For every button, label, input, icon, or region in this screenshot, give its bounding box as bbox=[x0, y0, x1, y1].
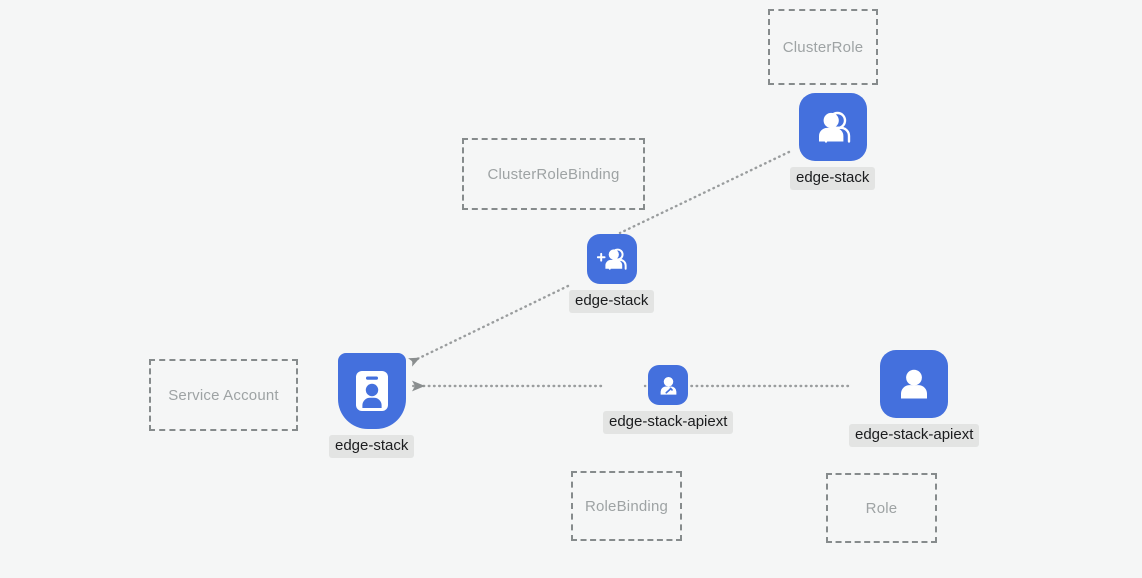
node-label-rolebinding: edge-stack-apiext bbox=[603, 411, 734, 434]
service-account-icon[interactable] bbox=[337, 353, 406, 429]
kind-box-clusterrole: ClusterRole bbox=[768, 9, 878, 85]
node-role[interactable]: edge-stack-apiext bbox=[849, 350, 980, 447]
node-label-serviceaccount: edge-stack bbox=[329, 435, 415, 458]
kind-box-clusterrolebinding: ClusterRoleBinding bbox=[462, 138, 645, 210]
kind-label-rolebinding: RoleBinding bbox=[584, 497, 669, 515]
role-icon[interactable] bbox=[880, 350, 949, 418]
role-binding-icon[interactable] bbox=[648, 365, 689, 405]
node-clusterrolebinding[interactable]: edge-stack bbox=[569, 234, 655, 313]
node-serviceaccount[interactable]: edge-stack bbox=[329, 353, 415, 458]
edge-clusterrole-to-clusterrolebinding bbox=[618, 150, 791, 235]
kind-label-clusterrole: ClusterRole bbox=[782, 38, 864, 56]
node-rolebinding[interactable]: edge-stack-apiext bbox=[603, 365, 734, 434]
kind-label-serviceaccount: Service Account bbox=[168, 386, 279, 404]
kind-box-serviceaccount: Service Account bbox=[149, 359, 298, 431]
node-label-role: edge-stack-apiext bbox=[849, 424, 980, 447]
kind-label-role: Role bbox=[865, 499, 898, 517]
kind-label-clusterrolebinding: ClusterRoleBinding bbox=[487, 165, 620, 183]
edge-clusterrolebinding-to-serviceaccount bbox=[408, 284, 570, 367]
kind-box-rolebinding: RoleBinding bbox=[571, 471, 682, 541]
kind-box-role: Role bbox=[826, 473, 937, 543]
node-label-clusterrole: edge-stack bbox=[790, 167, 876, 190]
node-label-clusterrolebinding: edge-stack bbox=[569, 290, 655, 313]
node-clusterrole[interactable]: edge-stack bbox=[790, 93, 876, 190]
cluster-role-icon[interactable] bbox=[798, 93, 867, 161]
cluster-role-binding-icon[interactable] bbox=[586, 234, 637, 284]
